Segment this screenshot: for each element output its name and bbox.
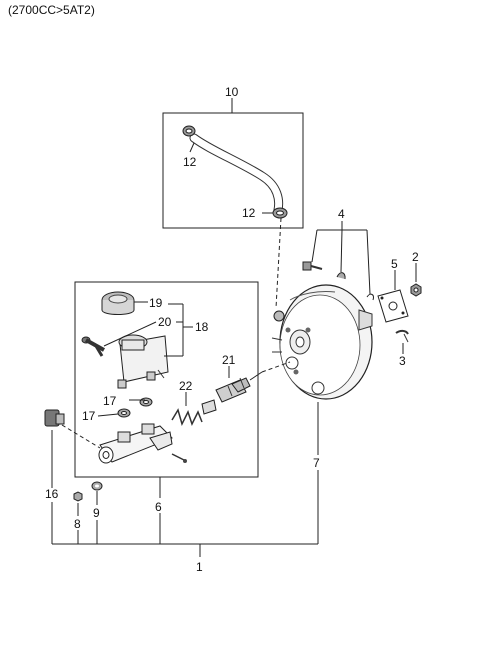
model-spec-label: (2700CC>5AT2) <box>8 3 95 17</box>
callout-21: 21 <box>222 353 236 367</box>
callout-19: 19 <box>149 296 163 310</box>
callout-20: 20 <box>158 315 172 329</box>
callout-6: 6 <box>155 500 162 514</box>
reservoir-cap <box>101 291 135 315</box>
reservoir-sensor <box>81 336 105 357</box>
brake-booster <box>271 284 373 400</box>
callout-5: 5 <box>391 257 398 271</box>
reservoir-grommet-lower <box>139 397 153 407</box>
callout-4: 4 <box>338 207 345 221</box>
callout-1: 1 <box>196 560 203 574</box>
callout-10: 10 <box>225 85 239 99</box>
callout-12-upper: 12 <box>183 155 197 169</box>
reservoir-grommet-upper <box>117 408 131 418</box>
leader-lines <box>51 98 417 557</box>
booster-gasket <box>377 289 409 323</box>
mounting-nut <box>410 283 422 297</box>
vacuum-hose-group-box <box>162 112 304 229</box>
vacuum-hose <box>189 133 284 215</box>
piston-spring <box>171 399 217 427</box>
callout-9: 9 <box>93 506 100 520</box>
callout-7: 7 <box>313 456 320 470</box>
mounting-bolts <box>302 261 374 301</box>
callout-16: 16 <box>45 487 59 501</box>
callout-17-lower: 17 <box>82 409 96 423</box>
master-cylinder-body <box>98 423 187 464</box>
clevis-pin <box>395 329 409 343</box>
washer-9 <box>91 481 103 491</box>
callout-17-upper: 17 <box>103 394 117 408</box>
callout-22: 22 <box>179 379 193 393</box>
callout-2: 2 <box>412 250 419 264</box>
callout-18: 18 <box>195 320 209 334</box>
nut-8 <box>73 491 83 502</box>
callout-12-lower: 12 <box>242 206 256 220</box>
hose-clamp-top <box>182 125 196 137</box>
fluid-reservoir <box>117 334 169 389</box>
callout-8: 8 <box>74 517 81 531</box>
master-cylinder-group-box <box>74 281 259 478</box>
piston-assembly <box>215 377 251 403</box>
cylinder-connector <box>44 409 65 427</box>
callout-3: 3 <box>399 354 406 368</box>
hose-clamp-bottom <box>272 207 288 219</box>
